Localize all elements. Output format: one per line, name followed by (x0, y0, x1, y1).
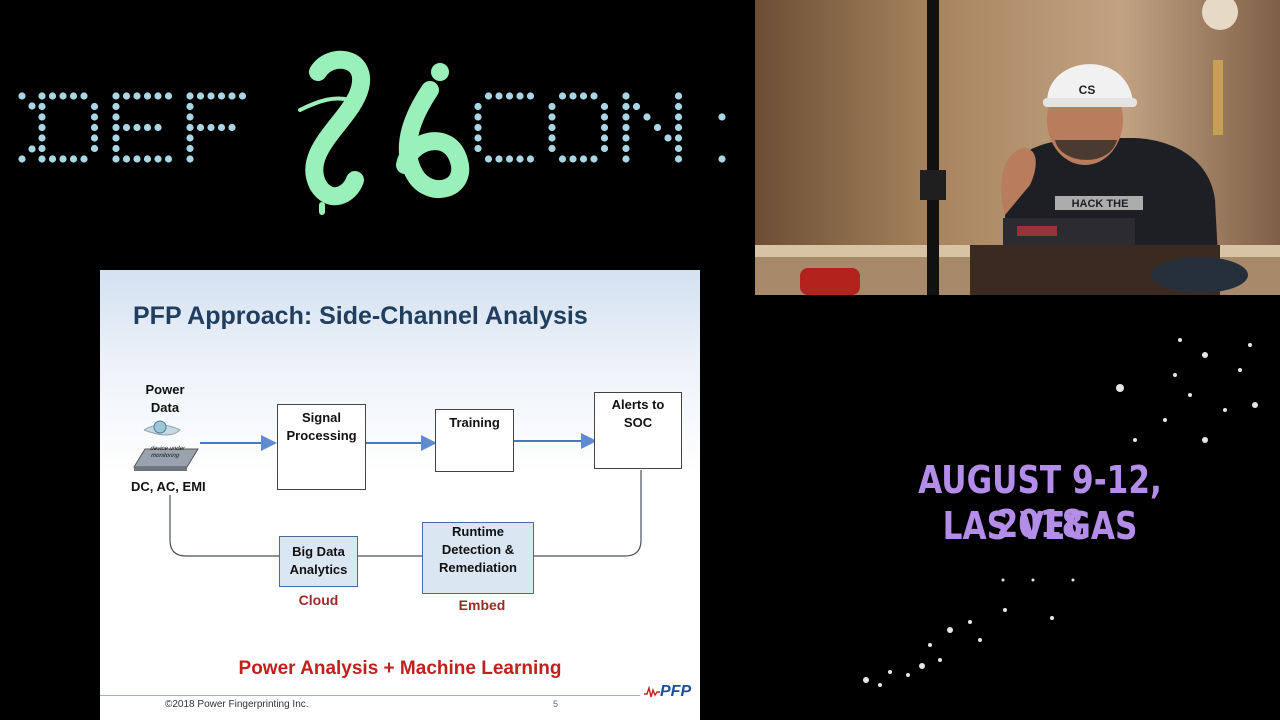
big-data-label: Big Data Analytics (289, 544, 348, 577)
cloud-label: Cloud (298, 592, 339, 608)
signal-processing-box: Signal Processing (277, 404, 366, 490)
event-dates: AUGUST 9-12, 2018 (918, 458, 1162, 546)
presentation-slide: PFP Approach: Side-Channel Analysis (100, 270, 700, 720)
mic-stand (927, 0, 939, 295)
signal-types-label: DC, AC, EMI (131, 479, 206, 494)
big-data-box: Big Data Analytics (279, 536, 358, 587)
pfp-logo-text: PFP (660, 683, 692, 700)
speaker-video: HACK THE CS (755, 0, 1280, 295)
defcon-logo (18, 50, 726, 215)
shirt-text: HACK THE (1072, 198, 1129, 210)
embed-label: Embed (458, 597, 506, 613)
slide-tagline: Power Analysis + Machine Learning (238, 658, 562, 679)
training-box: Training (435, 409, 514, 472)
page-number: 5 (553, 699, 559, 709)
graffiti-26-icon (298, 50, 470, 215)
alerts-label: Alerts to SOC (611, 397, 665, 430)
waveform-icon (644, 685, 660, 697)
training-label: Training (449, 415, 500, 430)
power-data-label: Power Data (145, 382, 185, 415)
signal-processing-label: Signal Processing (286, 410, 357, 443)
runtime-box: Runtime Detection & Remediation (422, 522, 534, 594)
copyright-text: ©2018 Power Fingerprinting Inc. (165, 699, 309, 710)
slide-title: PFP Approach: Side-Channel Analysis (133, 302, 588, 330)
runtime-label: Runtime Detection & Remediation (438, 524, 517, 575)
device-label: device under monitoring (149, 446, 186, 459)
footer-divider (100, 695, 640, 696)
pfp-logo: PFP (644, 683, 691, 701)
flow-connectors (133, 420, 664, 557)
device-icon (133, 420, 199, 471)
speaker-scene: HACK THE CS (755, 0, 1280, 295)
svg-text:CS: CS (1079, 83, 1096, 97)
hard-hat-icon (1047, 64, 1133, 102)
event-city: LAS VEGAS (942, 504, 1138, 548)
alerts-box: Alerts to SOC (594, 392, 682, 469)
defcon-banner (0, 0, 755, 270)
decorative-sparkles (863, 338, 1258, 687)
